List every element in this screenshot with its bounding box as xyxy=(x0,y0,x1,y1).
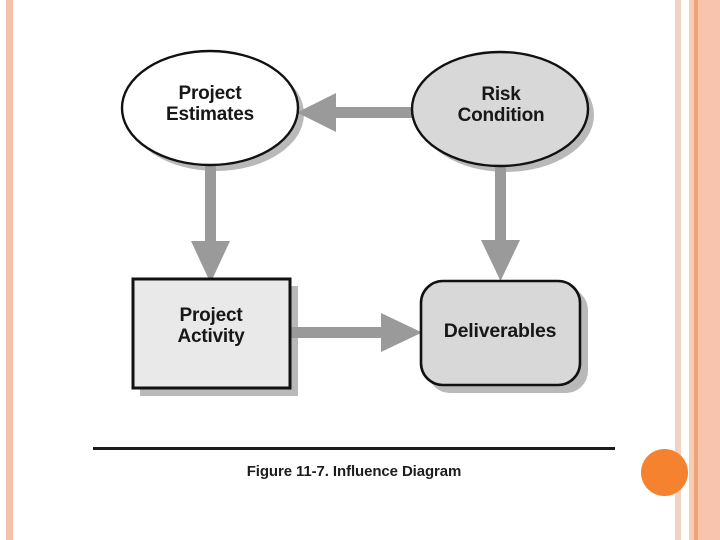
arrow-risk-to-deliverables xyxy=(481,150,520,281)
arrow-activity-to-deliverables xyxy=(288,313,422,352)
node-project-estimates[interactable] xyxy=(120,49,300,167)
node-deliverables[interactable] xyxy=(419,279,582,387)
caption-divider-rule xyxy=(93,447,615,450)
arrow-estimates-to-activity xyxy=(191,150,230,283)
right-edge-stripe-2 xyxy=(689,0,694,540)
influence-diagram xyxy=(120,49,594,396)
right-edge-stripe-3 xyxy=(694,0,698,540)
figure-caption: Figure 11-7. Influence Diagram xyxy=(246,463,462,480)
right-edge-stripe-5 xyxy=(702,0,720,540)
arrow-risk-to-estimates xyxy=(297,93,430,132)
diagram-arrows xyxy=(191,93,520,352)
right-edge-stripe-4 xyxy=(698,0,702,540)
orange-dot-decoration xyxy=(641,449,688,496)
node-project-activity[interactable] xyxy=(131,277,292,390)
node-risk-condition[interactable] xyxy=(410,50,590,168)
left-edge-stripe xyxy=(6,0,13,540)
right-edge-stripe-1 xyxy=(675,0,681,540)
